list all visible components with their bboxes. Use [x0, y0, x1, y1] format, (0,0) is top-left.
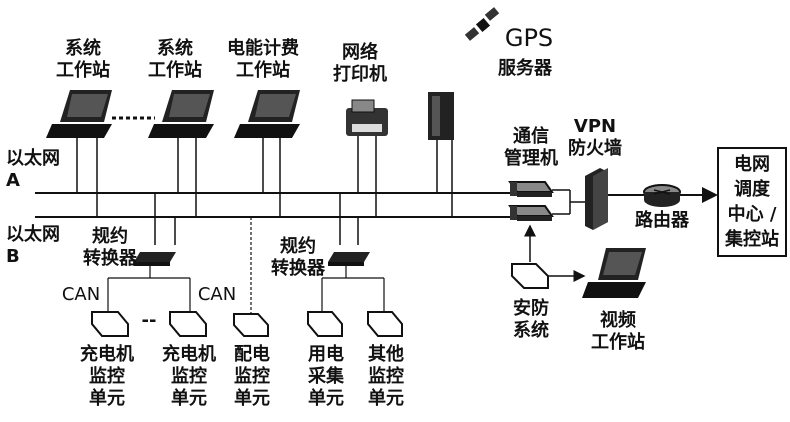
- vpn-firewall-icon: [585, 168, 608, 230]
- charger-unit-1-label: 充电机 监控 单元: [80, 344, 134, 409]
- charger-unit-2-icon: [169, 311, 207, 337]
- printer-label: 网络 打印机: [333, 42, 387, 85]
- charger-unit-2-label: 充电机 监控 单元: [162, 344, 216, 409]
- vpn-firewall-label: VPN 防火墙: [568, 116, 622, 159]
- distribution-unit-label: 配电 监控 单元: [234, 344, 270, 409]
- distribution-unit-icon: [233, 313, 269, 337]
- can-lines: [107, 266, 385, 312]
- security-system-label: 安防 系统: [513, 298, 549, 341]
- metering-unit-label: 用电 采集 单元: [308, 344, 344, 409]
- gps-label: GPS: [504, 24, 554, 52]
- billing-workstation-label: 电能计费 工作站: [227, 38, 299, 81]
- video-workstation-label: 视频 工作站: [591, 310, 645, 353]
- protocol-converter-1-icon: [134, 252, 176, 266]
- billing-workstation-icon: [234, 90, 300, 138]
- workstation-2-label: 系统 工作站: [148, 38, 202, 81]
- ethernet-a-label: 以太网 A: [6, 148, 60, 191]
- protocol-converter-2-icon: [328, 252, 370, 266]
- gps-server-icon: [428, 92, 454, 140]
- can-label-1: CAN: [61, 284, 101, 305]
- device-drops: [76, 136, 453, 245]
- workstation-1-label: 系统 工作站: [56, 38, 110, 81]
- gps-satellite-icon: [464, 7, 500, 41]
- can-label-2: CAN: [197, 284, 237, 305]
- workstation-1-icon: [46, 90, 112, 138]
- router-label: 路由器: [635, 210, 689, 231]
- protocol-converter-2-label: 规约 转换器: [271, 236, 325, 279]
- ellipsis-dots: --: [141, 310, 157, 331]
- charger-unit-1-icon: [91, 311, 129, 337]
- protocol-converter-1-label: 规约 转换器: [83, 226, 137, 269]
- router-icon: [643, 184, 681, 207]
- ethernet-b-label: 以太网 B: [6, 224, 60, 267]
- other-unit-icon: [367, 311, 403, 337]
- comm-manager-b-icon: [508, 205, 554, 221]
- comm-manager-a-icon: [508, 181, 554, 197]
- printer-icon: [346, 99, 388, 136]
- other-unit-label: 其他 监控 单元: [368, 344, 404, 409]
- grid-dispatch-box: [717, 147, 787, 257]
- comm-manager-label: 通信 管理机: [504, 126, 558, 169]
- video-workstation-icon: [582, 248, 646, 298]
- comm-to-vpn: [552, 189, 585, 215]
- gps-server-label: 服务器: [498, 58, 552, 79]
- grid-dispatch-label: 电网 调度 中心 / 集控站: [725, 154, 779, 250]
- metering-unit-icon: [307, 311, 343, 337]
- security-system-icon: [511, 263, 549, 289]
- workstation-2-icon: [148, 90, 214, 138]
